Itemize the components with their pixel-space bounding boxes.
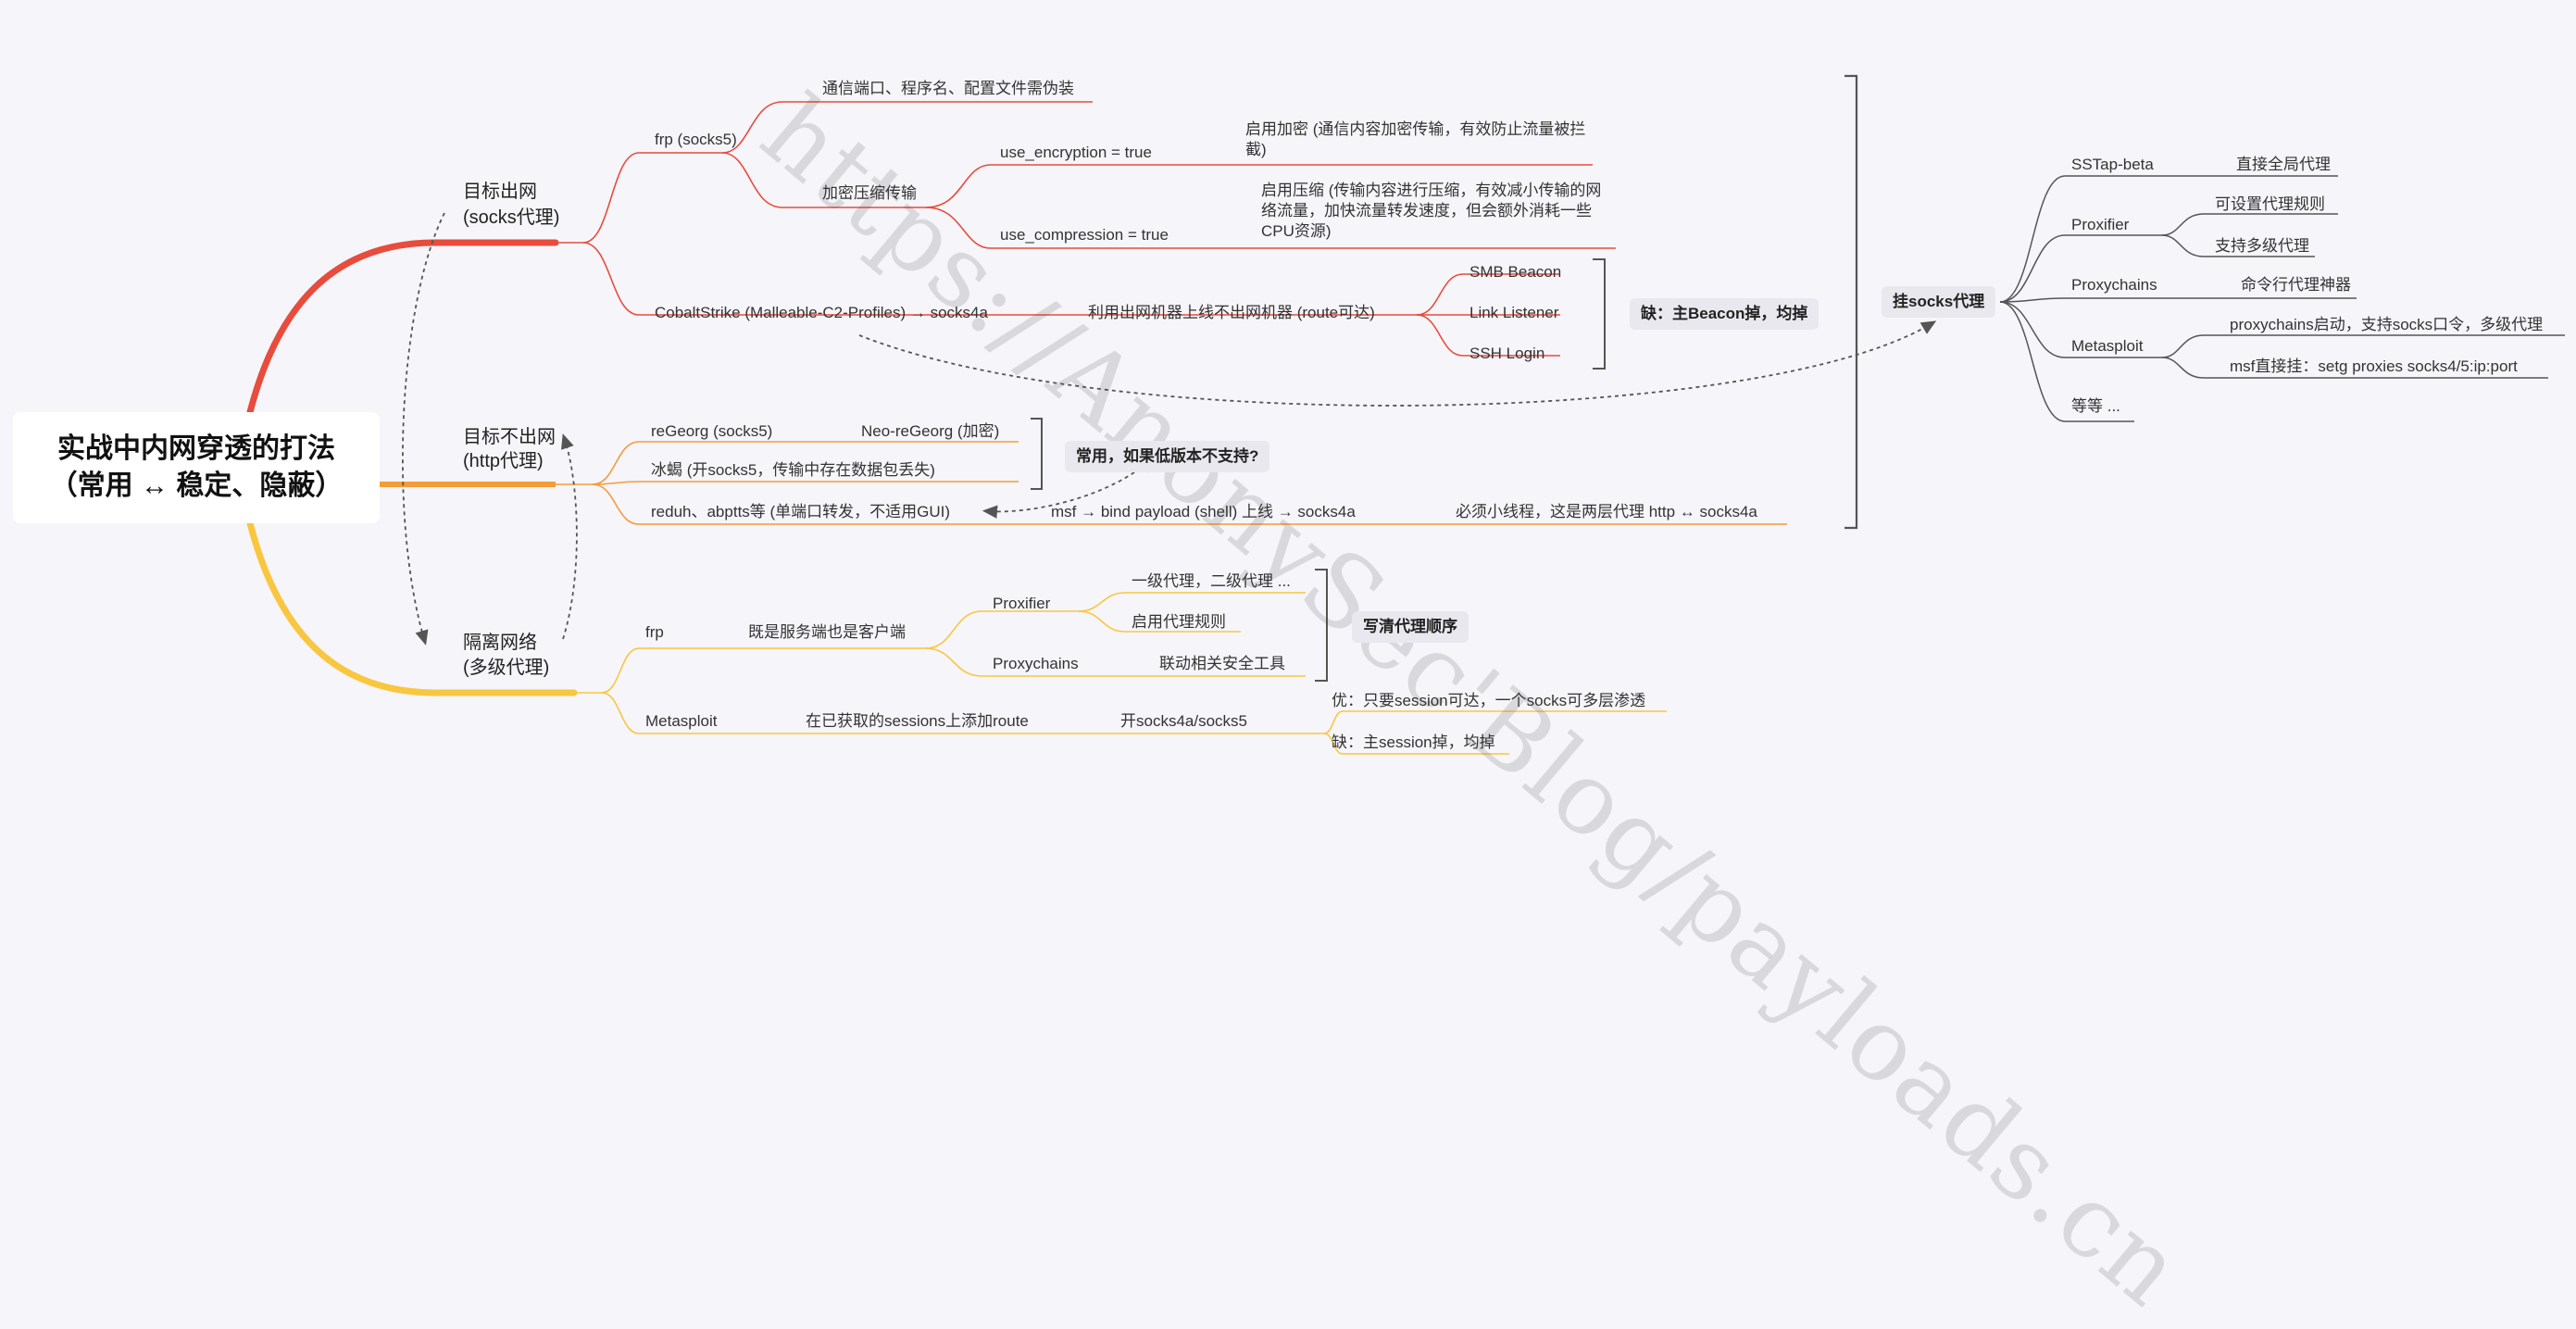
node-smb-beacon: SMB Beacon <box>1469 263 1562 281</box>
node-socks-proxifier: Proxifier <box>2071 216 2130 233</box>
root-subtitle: （常用 ↔ 稳定、隐蔽） <box>49 470 344 501</box>
node-socks-metasploit-note-2: msf直接挂：setg proxies socks4/5:ip:port <box>2230 357 2518 375</box>
node-msf-socks: 开socks4a/socks5 <box>1120 712 1247 730</box>
node-use-encryption-desc: 启用加密 (通信内容加密传输，有效防止流量被拦截) <box>1245 120 1586 158</box>
dashed-outbound-to-isolated <box>402 212 445 646</box>
node-bingxie: 冰蝎 (开socks5，传输中存在数据包丢失) <box>651 461 935 479</box>
root-topic: 实战中内网穿透的打法 （常用 ↔ 稳定、隐蔽） <box>13 412 380 523</box>
node-sstap-note: 直接全局代理 <box>2236 156 2331 173</box>
node-msf-pro: 优：只要session可达，一个socks可多层渗透 <box>1332 692 1646 709</box>
node-link-listener: Link Listener <box>1469 304 1559 321</box>
node-frp-socks5: frp (socks5) <box>655 131 737 148</box>
node-socks-proxifier-note-1: 可设置代理规则 <box>2215 195 2325 213</box>
branch-no-outbound-title: 目标不出网 <box>463 427 556 447</box>
node-proxychains: Proxychains <box>993 655 1079 672</box>
branch-isolated-title: 隔离网络 <box>463 633 537 653</box>
node-msf-note: 必须小线程，这是两层代理 http ↔ socks4a <box>1456 503 1757 520</box>
node-common-question: 常用，如果低版本不支持? <box>1065 441 1270 472</box>
node-isolated-frp: frp <box>645 623 664 641</box>
branch-isolated <box>246 520 578 696</box>
branch-outbound-title: 目标出网 <box>463 182 537 202</box>
node-frp-disguise: 通信端口、程序名、配置文件需伪装 <box>822 80 1074 97</box>
node-proxifier: Proxifier <box>993 595 1051 612</box>
node-proxychains-tools: 联动相关安全工具 <box>1159 655 1285 672</box>
mindmap-connectors <box>246 74 2565 755</box>
root-title: 实战中内网穿透的打法 <box>57 433 335 464</box>
node-socks-metasploit-note-1: proxychains启动，支持socks口令，多级代理 <box>2230 316 2544 333</box>
branch-isolated-subtitle: (多级代理) <box>463 658 550 678</box>
node-msf-route: 在已获取的sessions上添加route <box>806 712 1029 730</box>
node-use-compression: use_compression = true <box>1000 226 1169 244</box>
node-use-encryption: use_encryption = true <box>1000 144 1152 161</box>
node-socks-etc: 等等 ... <box>2071 397 2120 415</box>
bracket-common <box>1031 418 1043 490</box>
node-ssh-login: SSH Login <box>1469 345 1545 362</box>
node-proxifier-levels: 一级代理，二级代理 ... <box>1132 572 1291 590</box>
node-isolated-metasploit: Metasploit <box>645 712 718 730</box>
node-socks-proxychains: Proxychains <box>2071 276 2157 294</box>
node-use-compression-desc: 启用压缩 (传输内容进行压缩，有效减小传输的网络流量，加快流量转发速度，但会额外… <box>1261 182 1602 240</box>
node-proxy-order: 写清代理顺序 <box>1352 611 1469 643</box>
dashed-isolated-to-no-outbound <box>561 433 578 640</box>
dashed-cs-to-socks <box>858 320 1937 407</box>
dashed-common-to-reduh <box>982 471 1135 519</box>
node-socks-metasploit: Metasploit <box>2071 337 2144 355</box>
branch-outbound-subtitle: (socks代理) <box>463 207 560 228</box>
branch-no-outbound-subtitle: (http代理) <box>463 451 544 471</box>
node-reduh: reduh、abptts等 (单端口转发，不适用GUI) <box>651 503 951 520</box>
node-neo-regeorg: Neo-reGeorg (加密) <box>861 422 1000 440</box>
node-msf-con: 缺：主session掉，均掉 <box>1332 733 1495 751</box>
node-regeorg: reGeorg (socks5) <box>651 422 773 440</box>
node-cs-con: 缺：主Beacon掉，均掉 <box>1630 298 1819 330</box>
node-frp-encrypt: 加密压缩传输 <box>822 184 917 202</box>
node-frp-role: 既是服务端也是客户端 <box>748 623 906 641</box>
node-socks-proxychains-note: 命令行代理神器 <box>2241 276 2351 294</box>
bracket-cs <box>1593 258 1606 370</box>
node-socks-proxifier-note-2: 支持多级代理 <box>2215 237 2309 255</box>
node-cs-route: 利用出网机器上线不出网机器 (route可达) <box>1088 304 1375 321</box>
node-cobaltstrike: CobaltStrike (Malleable-C2-Profiles) → s… <box>655 304 988 321</box>
node-sstap: SSTap-beta <box>2071 156 2154 173</box>
bracket-order <box>1315 569 1328 682</box>
node-socks-proxy: 挂socks代理 <box>1882 286 1996 318</box>
branch-outbound <box>246 239 559 416</box>
bracket-socks <box>1844 74 1858 530</box>
node-proxifier-rules: 启用代理规则 <box>1132 613 1226 631</box>
node-msf-bind: msf → bind payload (shell) 上线 → socks4a <box>1051 503 1356 520</box>
